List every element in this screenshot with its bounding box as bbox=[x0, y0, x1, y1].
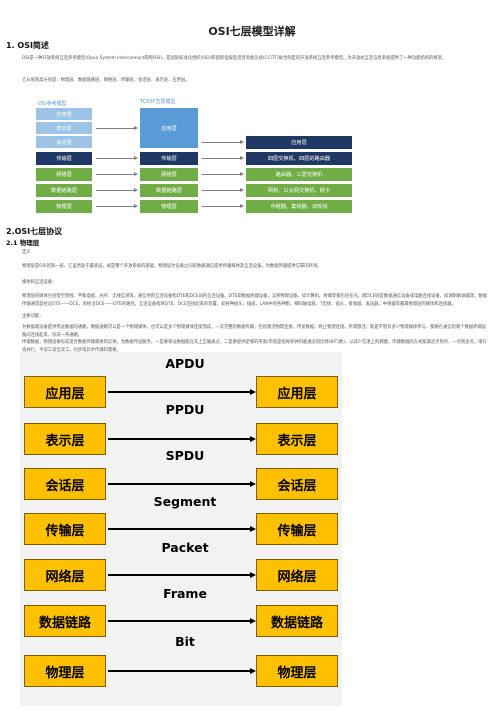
osi-layer-network: 网络层 bbox=[36, 168, 92, 181]
arrow-line bbox=[202, 142, 240, 143]
peer-arrow-head bbox=[250, 436, 256, 442]
tcpip-layer-network: 网络层 bbox=[140, 168, 198, 181]
peer-arrow-head bbox=[250, 481, 256, 487]
arrow-head bbox=[134, 156, 138, 160]
media-text: 物理层的媒体包括架空明线、平衡电缆、光纤、无线信道等。通信用的互连设备指DTE和… bbox=[22, 294, 488, 307]
left-layer-presentation: 表示层 bbox=[24, 423, 106, 455]
arrow-line bbox=[96, 158, 134, 159]
right-layer-application: 应用层 bbox=[256, 376, 338, 408]
arrow-head bbox=[240, 204, 244, 208]
section-heading-osi-protocols: 2.OSI七层协议 bbox=[6, 227, 63, 236]
pdu-label-apdu: APDU bbox=[165, 356, 205, 371]
pdu-label-bit: Bit bbox=[175, 634, 195, 649]
definition-text: 物理层是OSI的第一层，它虽然处于最底层，却是整个开放系统的基础。物理层为设备之… bbox=[22, 264, 322, 269]
pdu-label-packet: Packet bbox=[161, 540, 209, 555]
peer-arrow-line bbox=[108, 483, 254, 485]
right-layer-session: 会话层 bbox=[256, 468, 338, 500]
osi-layer-physical: 物理层 bbox=[36, 200, 92, 213]
functions-text-2: 传输数据，物理层要形成适合数据传输需要的实体，为数据传送服务。一是要保证数据能在… bbox=[22, 340, 487, 353]
peer-arrow-head bbox=[250, 572, 256, 578]
arrow-line bbox=[202, 158, 240, 159]
functions-text: 为数据端设备提供传送数据的通路，数据通路可以是一个物理媒体，也可以是多个物理媒体… bbox=[22, 325, 487, 338]
osi-layer-presentation: 表示层 bbox=[36, 122, 92, 134]
osi-layers-summary: 它从低到高分别是：物理层、数据链路层、网络层、传输层、会话层、表示层、应用层。 bbox=[22, 78, 190, 83]
arrow-head bbox=[134, 188, 138, 192]
left-layer-transport: 传输层 bbox=[24, 513, 106, 545]
osi-layer-transport: 传输层 bbox=[36, 152, 92, 165]
arrow-head bbox=[240, 172, 244, 176]
peer-arrow-head bbox=[250, 389, 256, 395]
arrow-line bbox=[96, 174, 134, 175]
arrow-head bbox=[240, 188, 244, 192]
page-title: OSI七层模型详解 bbox=[208, 25, 296, 38]
media-label: 媒体和互连设备： bbox=[22, 280, 57, 285]
left-layer-datalink: 数据链路 bbox=[24, 605, 106, 637]
arrow-line bbox=[96, 128, 134, 129]
tcpip-layer-datalink: 数据链路层 bbox=[140, 184, 198, 197]
osi-pdu-diagram: 应用层 表示层 会话层 传输层 网络层 数据链路 物理层 应用层 表示层 会话层… bbox=[20, 352, 342, 706]
arrow-line bbox=[202, 190, 240, 191]
arrow-line bbox=[202, 206, 240, 207]
pdu-label-segment: Segment bbox=[153, 494, 217, 509]
left-layer-network: 网络层 bbox=[24, 559, 106, 591]
device-datalink: 网桥、以太网交换机、网卡 bbox=[246, 184, 352, 197]
right-layer-presentation: 表示层 bbox=[256, 423, 338, 455]
left-layer-physical: 物理层 bbox=[24, 655, 106, 687]
peer-arrow-head bbox=[250, 668, 256, 674]
section-heading-osi-overview: 1. OSI简述 bbox=[6, 41, 49, 50]
arrow-head bbox=[240, 156, 244, 160]
device-application: 应用层 bbox=[246, 136, 352, 149]
right-layer-transport: 传输层 bbox=[256, 513, 338, 545]
arrow-head bbox=[240, 140, 244, 144]
left-layer-session: 会话层 bbox=[24, 468, 106, 500]
pdu-label-ppdu: PPDU bbox=[165, 402, 205, 417]
pdu-label-spdu: SPDU bbox=[165, 448, 205, 463]
osi-layer-application: 应用层 bbox=[36, 108, 92, 120]
tcpip-layer-physical: 物理层 bbox=[140, 200, 198, 213]
osi-tcpip-comparison-diagram: OSI参考模型 TCP/IP五层模型 应用层 表示层 会话层 传输层 网络层 数… bbox=[36, 99, 356, 218]
pdu-label-frame: Frame bbox=[163, 586, 207, 601]
arrow-head bbox=[134, 126, 138, 130]
peer-arrow-line bbox=[108, 391, 254, 393]
peer-arrow-line bbox=[108, 438, 254, 440]
osi-overview-paragraph: OSI是一种开放系统互连参考模型(Open System Interconnec… bbox=[22, 56, 447, 61]
peer-arrow-head bbox=[250, 526, 256, 532]
left-layer-application: 应用层 bbox=[24, 376, 106, 408]
osi-model-label: OSI参考模型 bbox=[38, 101, 67, 107]
osi-layer-session: 会话层 bbox=[36, 136, 92, 148]
peer-arrow-line bbox=[108, 528, 254, 530]
arrow-head bbox=[134, 204, 138, 208]
arrow-head bbox=[134, 172, 138, 176]
peer-arrow-line bbox=[108, 670, 254, 672]
tcpip-layer-application: 应用层 bbox=[140, 108, 198, 148]
right-layer-physical: 物理层 bbox=[256, 655, 338, 687]
device-network: 路由器、三层交换机 bbox=[246, 168, 352, 181]
peer-arrow-line bbox=[108, 574, 254, 576]
osi-layer-datalink: 数据链路层 bbox=[36, 184, 92, 197]
peer-arrow-line bbox=[108, 620, 254, 622]
arrow-line bbox=[202, 174, 240, 175]
arrow-line bbox=[96, 206, 134, 207]
right-layer-network: 网络层 bbox=[256, 559, 338, 591]
subsection-heading-physical-layer: 2.1 物理层 bbox=[6, 239, 40, 247]
arrow-line bbox=[96, 190, 134, 191]
peer-arrow-head bbox=[250, 618, 256, 624]
device-physical: 中继器、集线器、双绞线 bbox=[246, 200, 352, 213]
tcpip-layer-transport: 传输层 bbox=[140, 152, 198, 165]
right-layer-datalink: 数据链路 bbox=[256, 605, 338, 637]
device-transport: 四层交换机、四层的路由器 bbox=[246, 152, 352, 165]
definition-label: 定义 bbox=[22, 250, 31, 255]
functions-label: 主要功能： bbox=[22, 314, 44, 319]
tcpip-model-label: TCP/IP五层模型 bbox=[140, 99, 176, 105]
